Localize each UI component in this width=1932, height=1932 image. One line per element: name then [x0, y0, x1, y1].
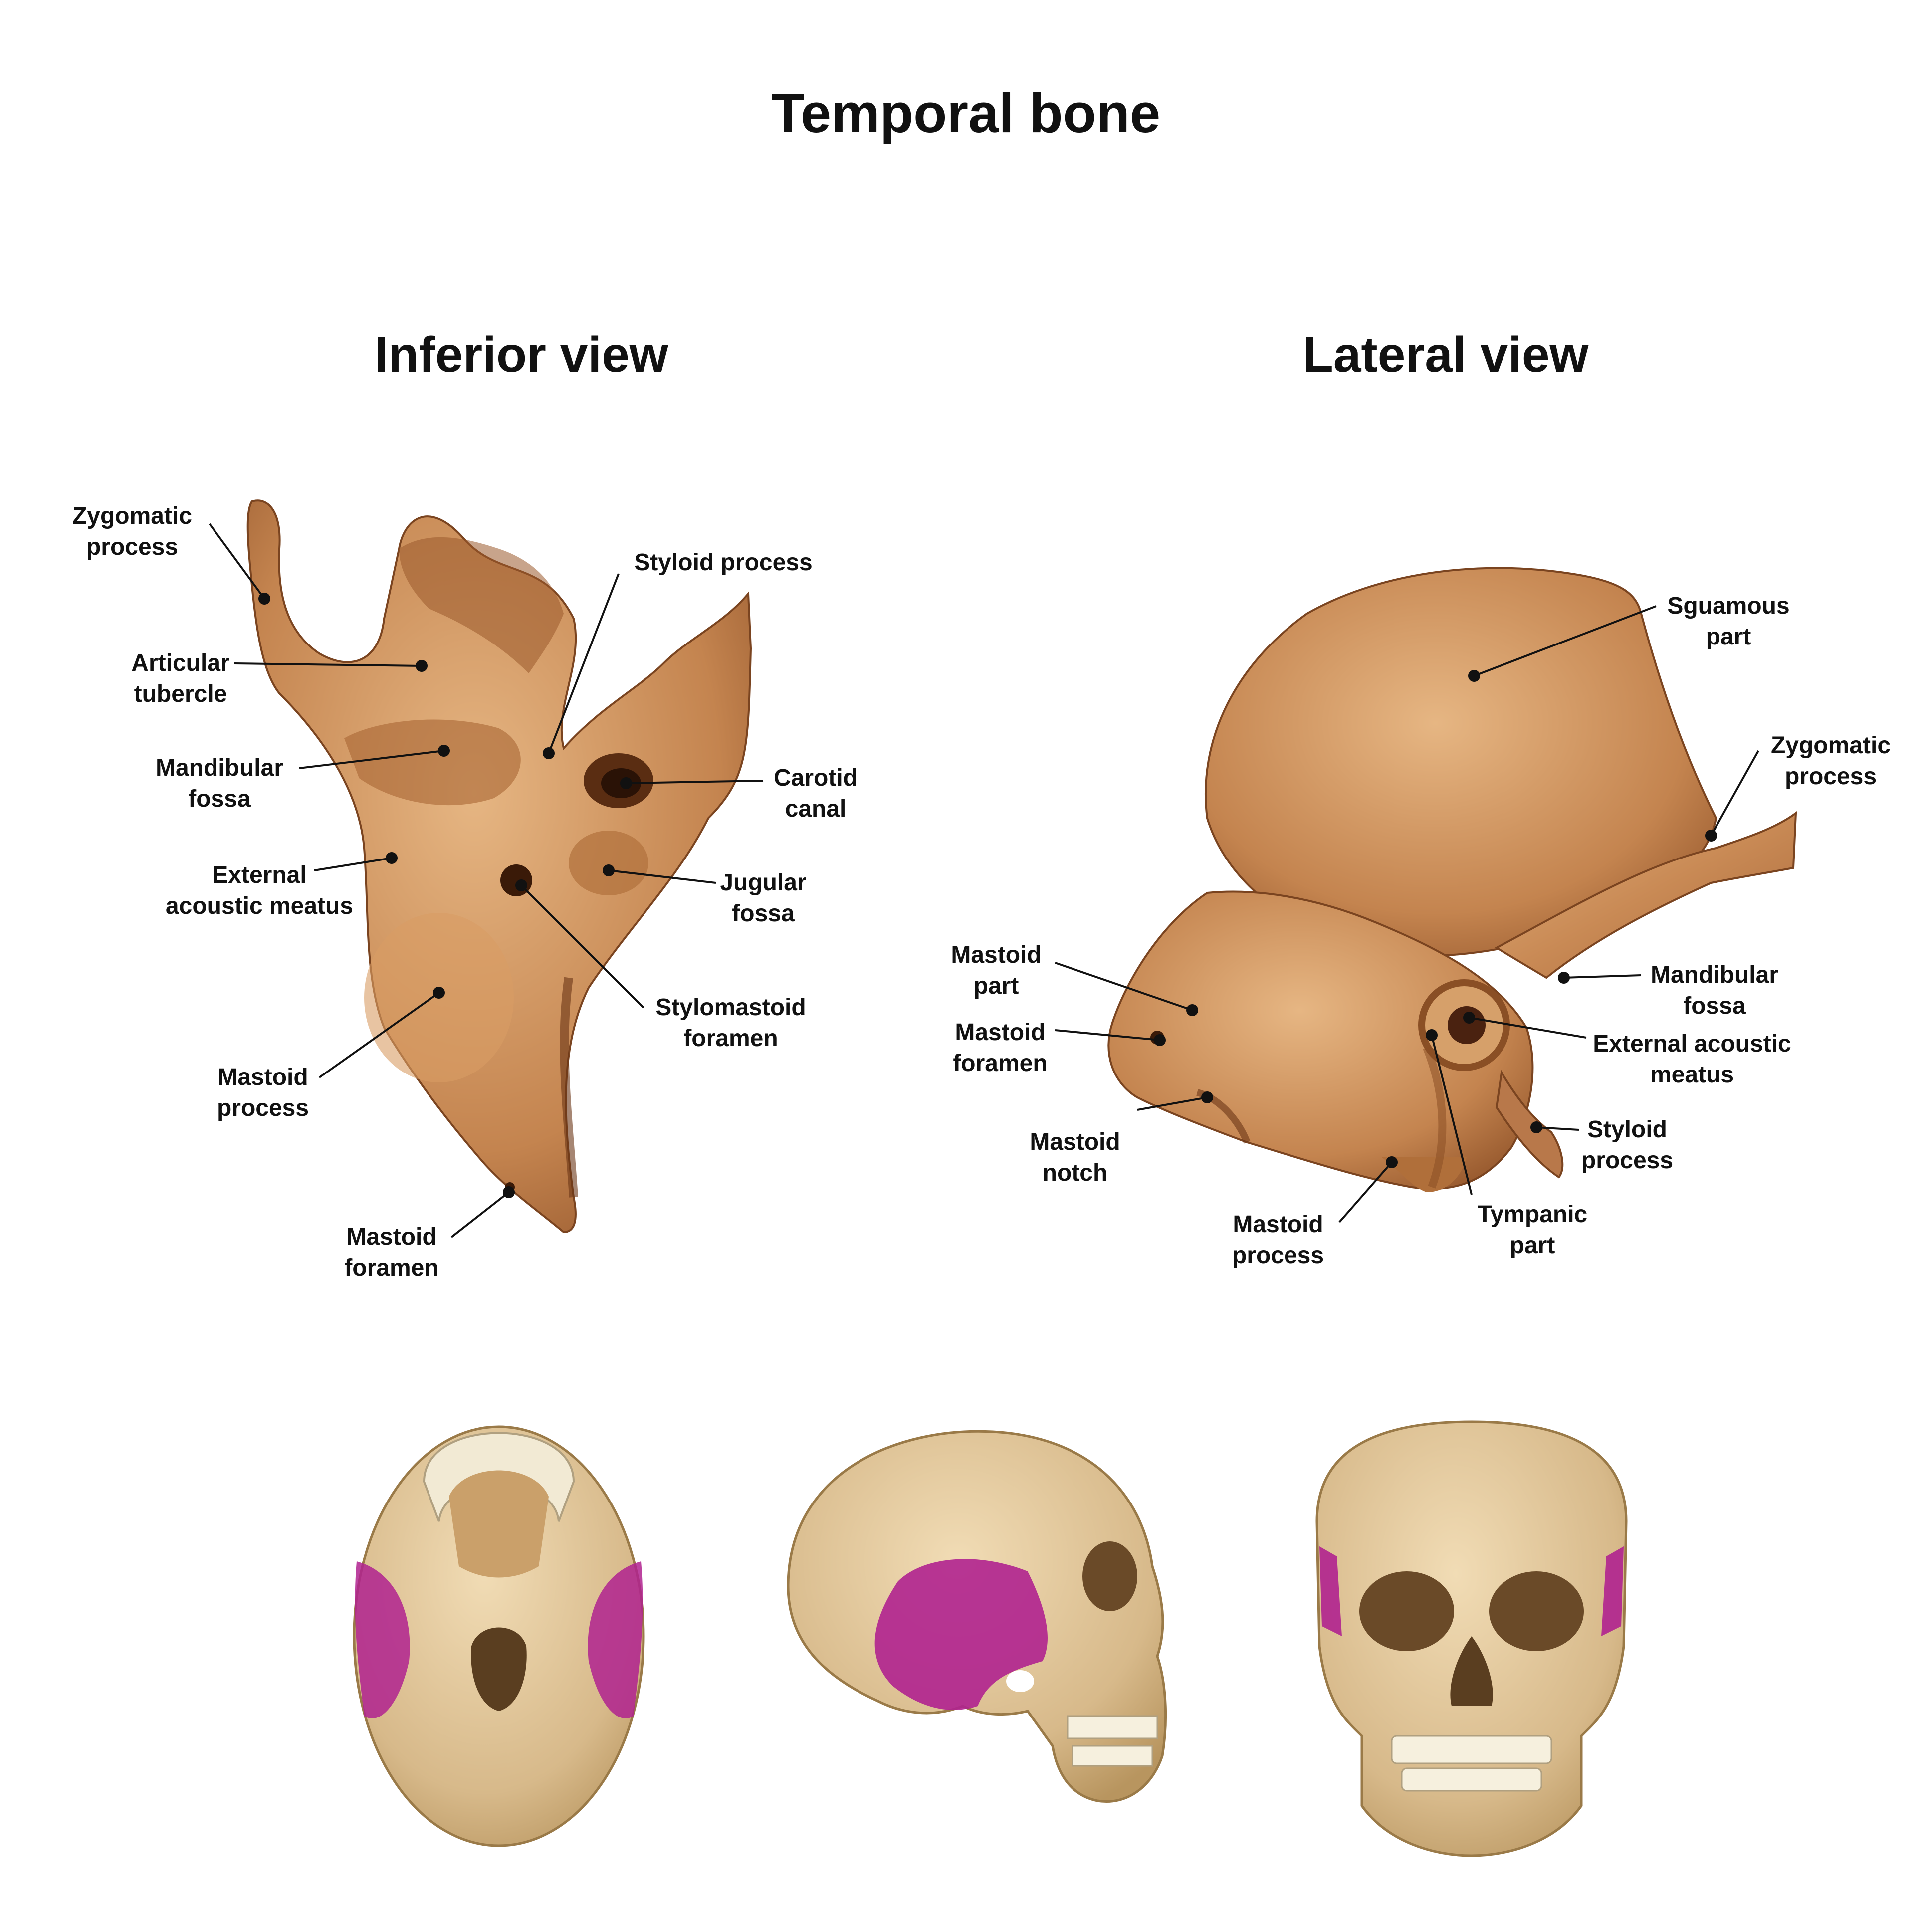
inferior-leaders [209, 523, 764, 1238]
lateral-view-heading: Lateral view [1303, 327, 1589, 383]
label-styloid-process-inferior: Styloid process [634, 549, 812, 576]
lateral-leaders [1055, 605, 1759, 1223]
page-title: Temporal bone [771, 83, 1160, 144]
lateral-temporal-bone-illustration [1107, 567, 1797, 1192]
skull-lateral-icon [787, 1430, 1167, 1803]
inferior-view-heading: Inferior view [374, 327, 668, 383]
skull-inferior-icon [353, 1425, 645, 1847]
skull-front-icon [1315, 1420, 1628, 1857]
inferior-temporal-bone-illustration [246, 499, 752, 1234]
